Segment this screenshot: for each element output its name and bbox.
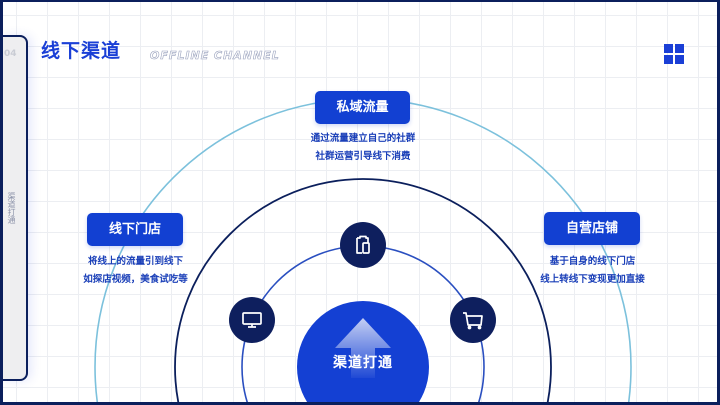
section-number: 04 <box>4 49 17 59</box>
monitor-icon[interactable] <box>229 297 275 343</box>
desc-line: 社群运营引导线下消费 <box>315 151 411 162</box>
node-offline-store-desc: 将线上的流量引到线下 如探店视频，美食试吃等 <box>33 253 238 289</box>
node-offline-store[interactable]: 线下门店 <box>87 213 183 246</box>
node-own-store[interactable]: 自营店铺 <box>544 212 640 245</box>
arrow-up-icon <box>335 318 391 378</box>
desc-line: 线上转线下变现更加直接 <box>540 274 645 285</box>
node-own-store-desc: 基于自身的线下门店 线上转线下变现更加直接 <box>490 253 695 289</box>
node-private-traffic-desc: 通过流量建立自己的社群 社群运营引导线下消费 <box>263 130 463 166</box>
desc-line: 将线上的流量引到线下 <box>87 256 183 267</box>
desc-line: 通过流量建立自己的社群 <box>310 133 416 144</box>
page-subtitle: OFFLINE CHANNEL <box>150 49 280 63</box>
desc-line: 基于自身的线下门店 <box>549 256 636 267</box>
mobile-devices-icon[interactable] <box>340 222 386 268</box>
core-label: 渠道打通 <box>333 355 393 371</box>
shopping-cart-icon[interactable] <box>450 297 496 343</box>
node-private-traffic[interactable]: 私域流量 <box>315 91 410 124</box>
grid-icon[interactable] <box>664 44 684 64</box>
desc-line: 如探店视频，美食试吃等 <box>83 274 188 285</box>
side-tab[interactable]: 04 渠道打通 <box>3 35 28 381</box>
side-tab-label: 渠道打通 <box>7 192 16 224</box>
core-circle[interactable]: 渠道打通 <box>297 301 429 402</box>
page-title: 线下渠道 <box>41 40 122 62</box>
